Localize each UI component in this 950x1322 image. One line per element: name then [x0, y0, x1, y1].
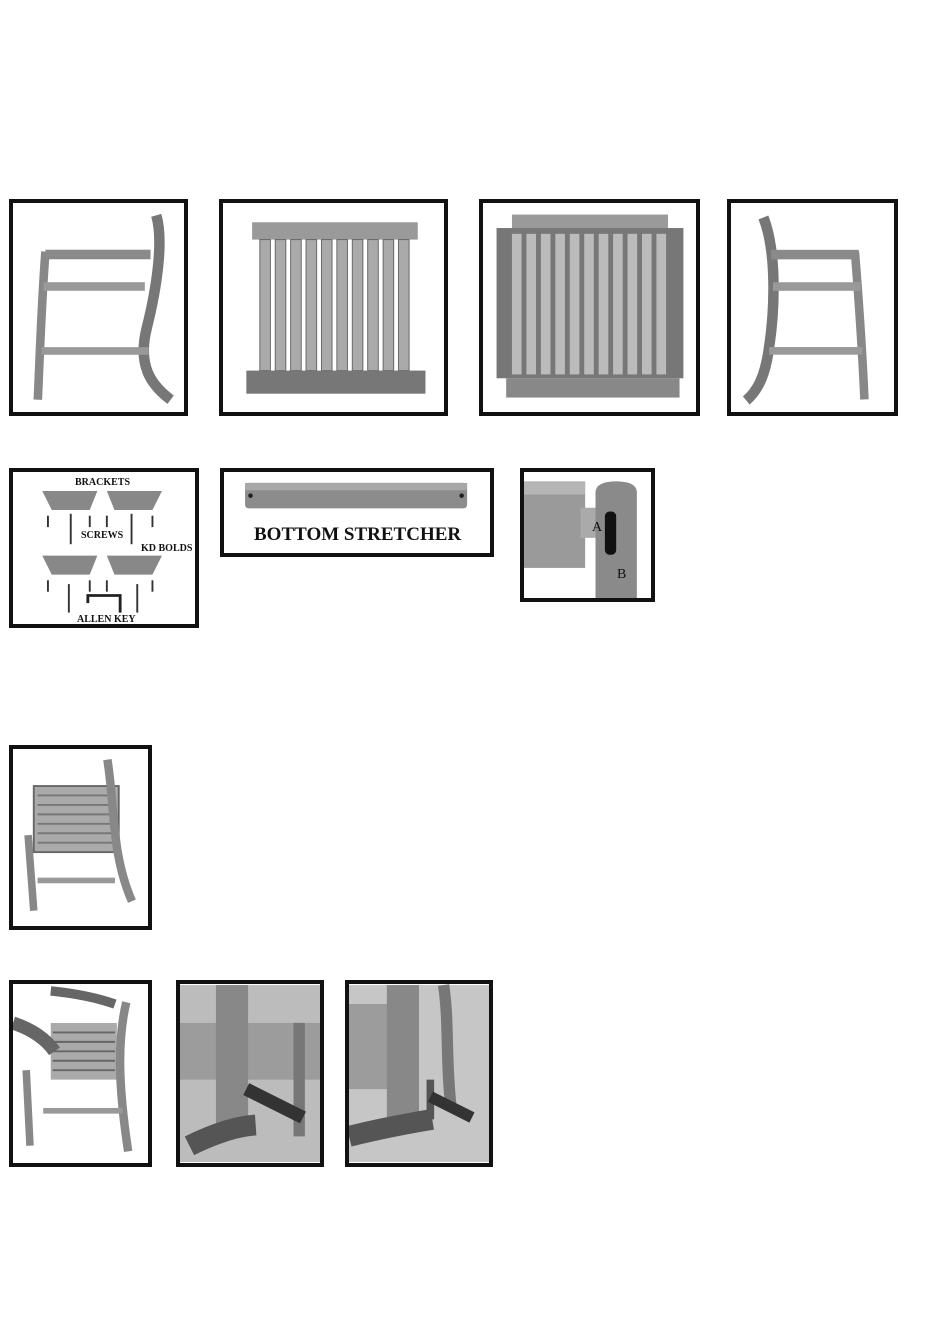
- joint-detail-photo: A B: [520, 468, 655, 602]
- back-slat-panel-photo: [219, 199, 448, 416]
- hammering-photo-1: [176, 980, 324, 1167]
- right-side-frame-photo: [727, 199, 898, 416]
- bottom-stretcher-title: BOTTOM STRETCHER: [254, 524, 461, 546]
- allen-key-label: ALLEN KEY: [77, 614, 136, 625]
- bottom-stretcher-photo: BOTTOM STRETCHER: [220, 468, 494, 557]
- brackets-label: BRACKETS: [75, 477, 130, 488]
- left-side-frame-photo: [9, 199, 188, 416]
- joint-label-a: A: [592, 520, 602, 536]
- kd-bolts-label: KD BOLDS: [141, 543, 192, 554]
- assembly-hands-photo: [9, 980, 152, 1167]
- hardware-kit-photo: BRACKETS SCREWS KD BOLDS ALLEN KEY: [9, 468, 199, 628]
- joint-label-b: B: [617, 567, 626, 583]
- partial-assembly-photo: [9, 745, 152, 930]
- hammering-photo-2: [345, 980, 493, 1167]
- seat-slat-panel-photo: [479, 199, 700, 416]
- screws-label: SCREWS: [81, 530, 123, 541]
